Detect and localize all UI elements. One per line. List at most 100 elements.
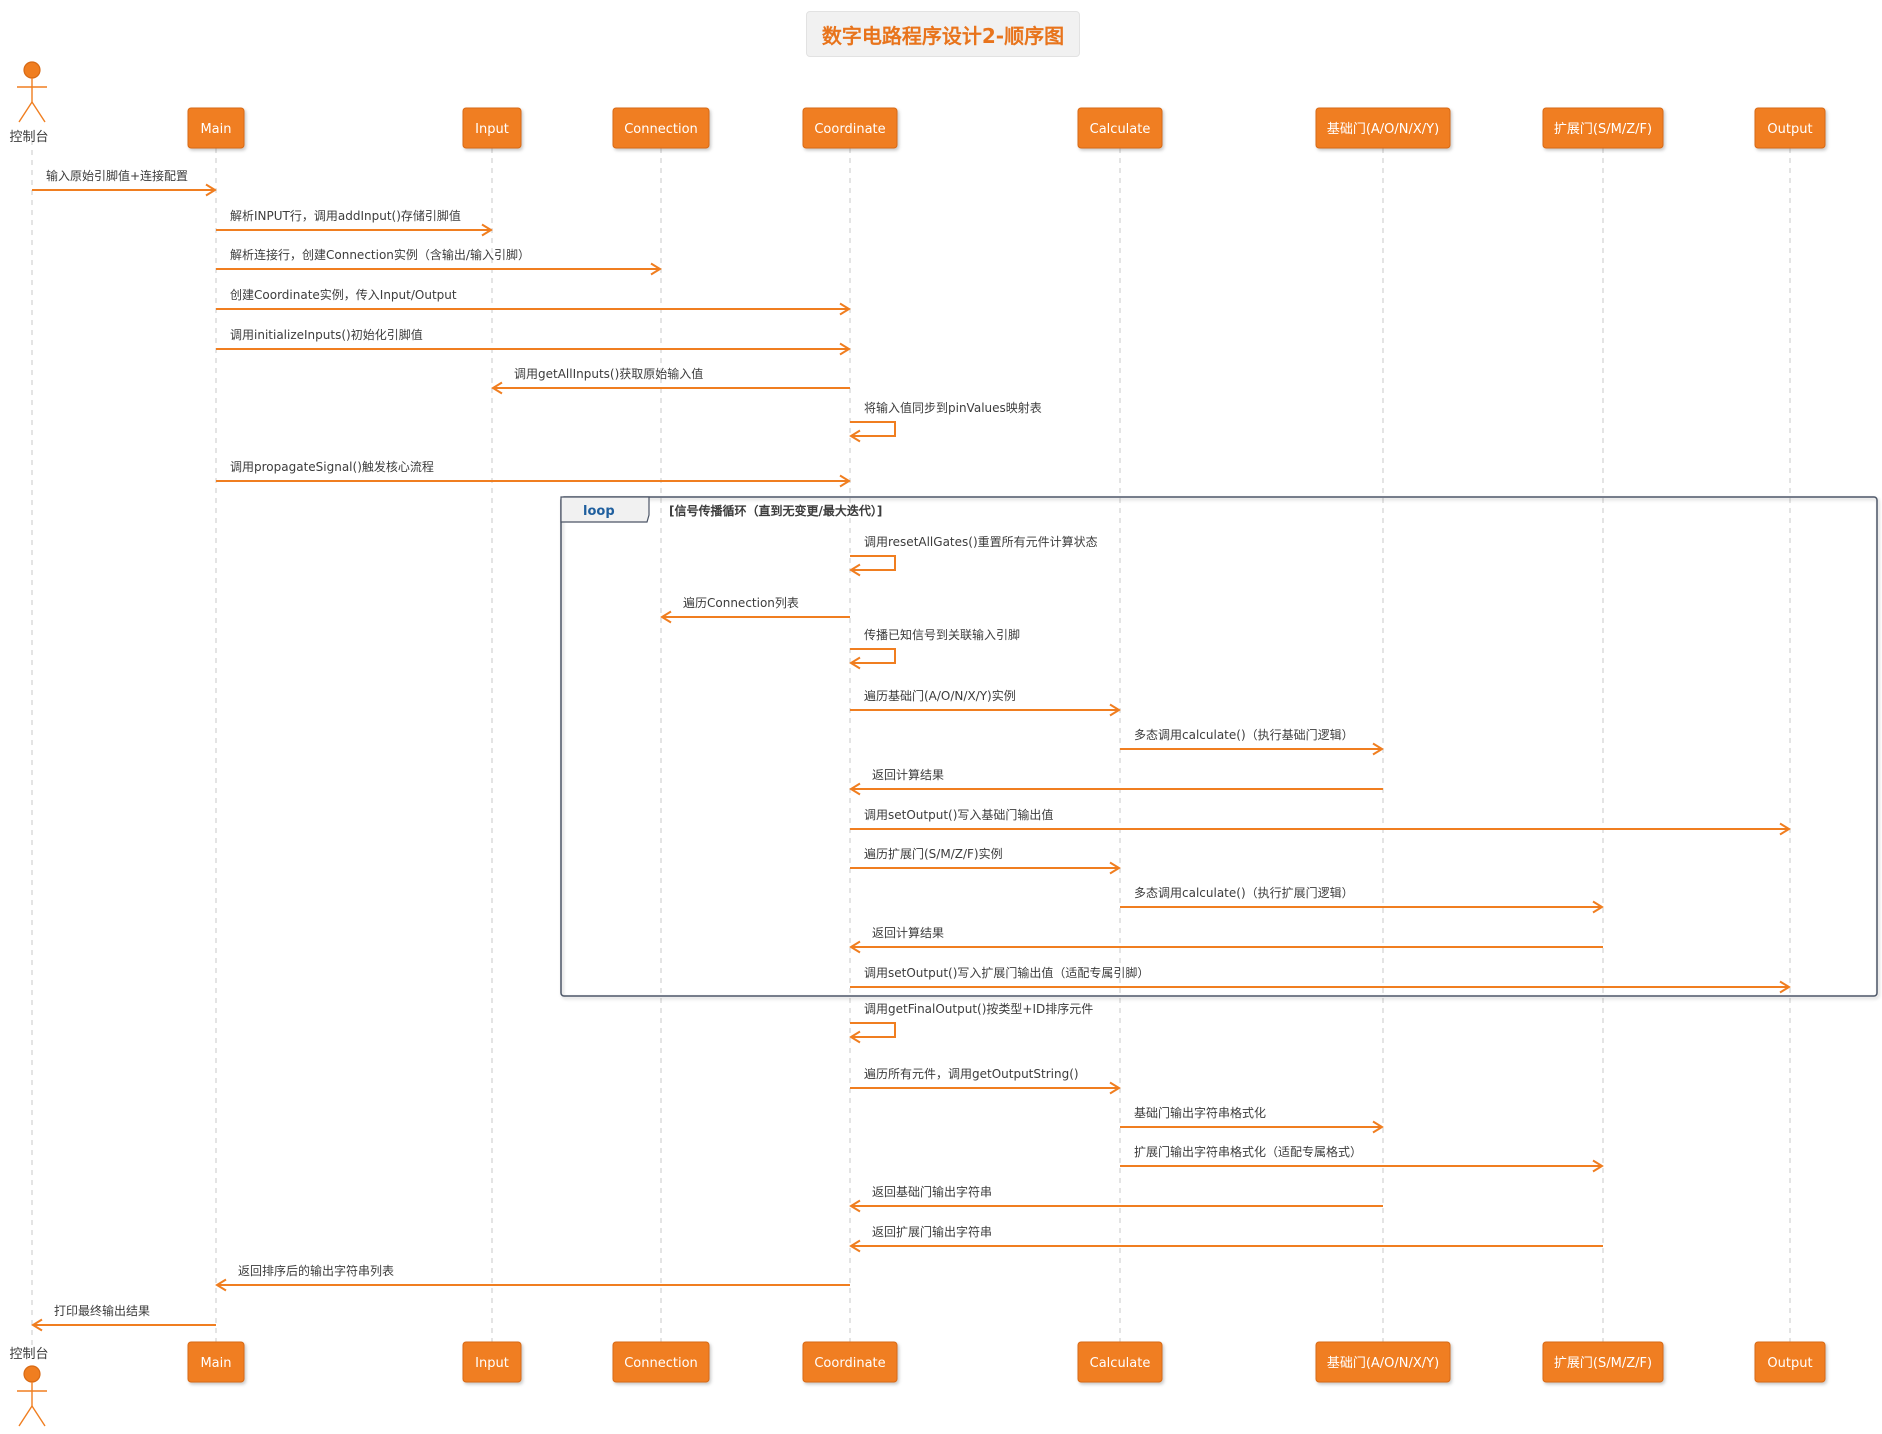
actor-label-bottom: 控制台 [9,1347,48,1362]
arrowhead [839,342,851,356]
participant-label-bottom: Calculate [1090,1356,1151,1371]
arrowhead [849,782,861,796]
message-label: 返回计算结果 [872,767,944,782]
arrowhead [849,1239,861,1253]
arrowhead [1109,703,1121,717]
participant-box-bottom [462,1341,522,1383]
arrowhead [849,1199,861,1213]
arrowhead [839,302,851,316]
arrowhead [1779,822,1791,836]
arrowhead [650,262,662,276]
participant-box-top [1077,107,1163,149]
arrowhead [1592,900,1604,914]
participant-label-bottom: 扩展门(S/M/Z/F) [1554,1356,1652,1371]
participant-box-top [612,107,710,149]
participant-label-bottom: Input [475,1356,509,1371]
participant-label-bottom: Output [1767,1356,1812,1371]
participant-label-top: 扩展门(S/M/Z/F) [1554,122,1652,137]
message-label: 遍历所有元件，调用getOutputString() [864,1067,1079,1081]
participant-box-bottom [1754,1341,1826,1383]
participant-box-bottom [1542,1341,1664,1383]
arrowhead [849,1030,861,1044]
self-message-arrow [850,1022,896,1038]
message-label: 输入原始引脚值+连接配置 [46,168,188,183]
arrowhead [849,429,861,443]
arrowhead [1109,1081,1121,1095]
message-label: 返回排序后的输出字符串列表 [238,1263,394,1278]
message-label: 扩展门输出字符串格式化（适配专属格式） [1134,1144,1362,1159]
message-label: 遍历扩展门(S/M/Z/F)实例 [864,846,1003,861]
message-label: 基础门输出字符串格式化 [1134,1105,1266,1120]
message-label: 传播已知信号到关联输入引脚 [864,627,1020,642]
participant-box-top [802,107,898,149]
loop-tab [560,496,650,523]
arrowhead [31,1318,43,1332]
message-label: 多态调用calculate()（执行基础门逻辑） [1134,727,1354,742]
arrowhead [839,474,851,488]
self-message-arrow [850,555,896,571]
arrowhead [1372,1120,1384,1134]
message-label: 调用getFinalOutput()按类型+ID排序元件 [864,1001,1093,1016]
message-label: 多态调用calculate()（执行扩展门逻辑） [1134,885,1354,900]
participant-label-top: 基础门(A/O/N/X/Y) [1327,122,1439,137]
self-message-arrow [850,421,896,437]
arrowhead [1779,980,1791,994]
message-label: 调用propagateSignal()触发核心流程 [230,459,434,474]
participant-label-top: Calculate [1090,122,1151,137]
actor-legs-bottom [18,1404,46,1427]
arrowhead [1372,742,1384,756]
arrowhead [849,656,861,670]
arrowhead [205,183,217,197]
message-label: 调用initializeInputs()初始化引脚值 [230,327,423,342]
participant-box-bottom [802,1341,898,1383]
message-label: 解析INPUT行，调用addInput()存储引脚值 [230,208,461,223]
participant-box-bottom [1315,1341,1451,1383]
participant-label-top: Main [200,122,231,137]
arrowhead [660,610,672,624]
self-message-arrow [850,648,896,664]
message-label: 返回计算结果 [872,925,944,940]
message-label: 调用setOutput()写入扩展门输出值（适配专属引脚） [864,965,1149,980]
loop-condition: [信号传播循环（直到无变更/最大迭代）] [669,503,882,518]
actor-legs-top [18,100,46,123]
participant-label-bottom: Connection [624,1356,698,1371]
message-label: 调用setOutput()写入基础门输出值 [864,807,1053,822]
participant-label-top: Coordinate [814,122,885,137]
participant-box-top [462,107,522,149]
participant-box-top [1315,107,1451,149]
message-label: 返回基础门输出字符串 [872,1184,992,1199]
participant-label-top: Input [475,122,509,137]
message-label: 遍历Connection列表 [683,596,799,610]
participant-box-bottom [187,1341,245,1383]
arrowhead [1592,1159,1604,1173]
participant-label-top: Connection [624,122,698,137]
message-label: 将输入值同步到pinValues映射表 [864,400,1042,415]
message-label: 返回扩展门输出字符串 [872,1224,992,1239]
loop-frame [560,496,1878,997]
arrowhead [481,223,493,237]
participant-label-bottom: 基础门(A/O/N/X/Y) [1327,1356,1439,1371]
participant-label-top: Output [1767,122,1812,137]
arrowhead [1109,861,1121,875]
actor-label-top: 控制台 [9,130,48,145]
loop-keyword: loop [583,504,615,519]
arrowhead [215,1278,227,1292]
actor-head-top [23,61,41,79]
message-label: 调用getAllInputs()获取原始输入值 [514,366,703,381]
message-label: 创建Coordinate实例，传入Input/Output [230,287,457,302]
participant-label-bottom: Main [200,1356,231,1371]
participant-box-bottom [1077,1341,1163,1383]
diagram-title: 数字电路程序设计2-顺序图 [806,11,1080,57]
actor-head-bottom [23,1365,41,1383]
arrowhead [849,563,861,577]
participant-label-bottom: Coordinate [814,1356,885,1371]
message-label: 解析连接行，创建Connection实例（含输出/输入引脚） [230,247,530,262]
participant-box-bottom [612,1341,710,1383]
participant-box-top [187,107,245,149]
message-label: 打印最终输出结果 [54,1303,150,1318]
arrowhead [491,381,503,395]
message-label: 调用resetAllGates()重置所有元件计算状态 [864,534,1098,549]
arrowhead [849,940,861,954]
participant-box-top [1754,107,1826,149]
